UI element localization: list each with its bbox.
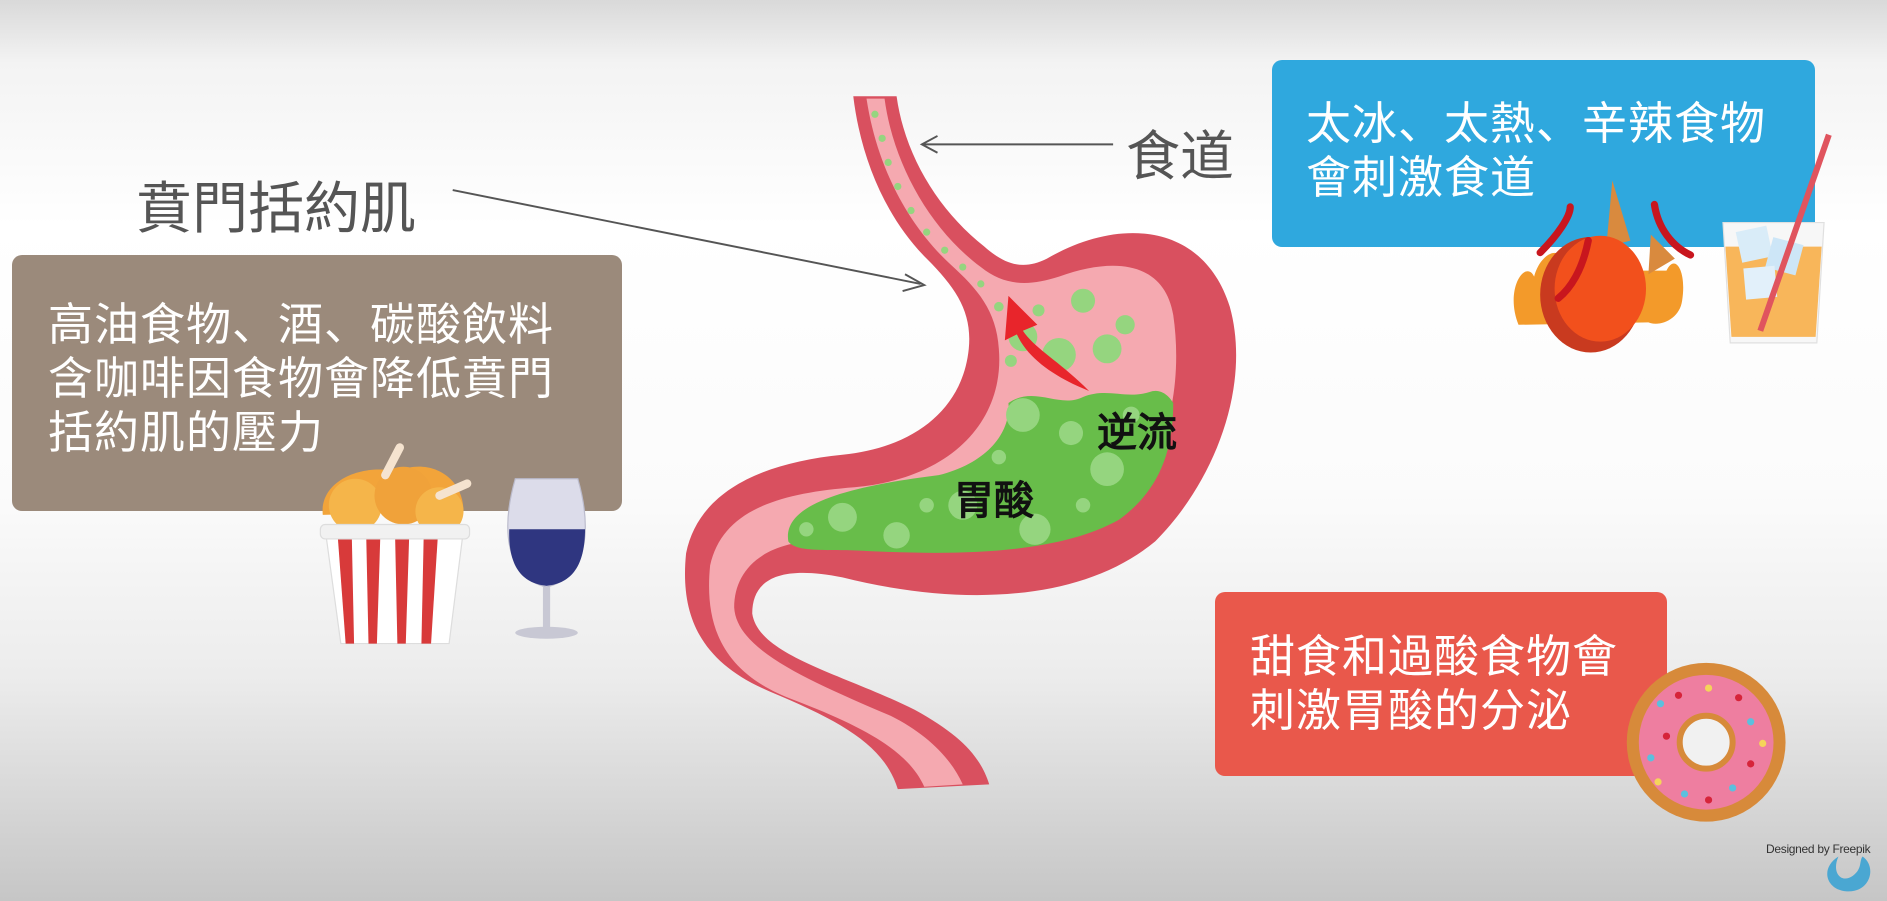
sweet-acidic-line: 甜食和過酸食物會 [1250, 630, 1619, 683]
freepik-logo-icon [1827, 856, 1871, 892]
spicy-chicken-icon [1513, 180, 1695, 353]
fatty-foods-box [12, 255, 622, 511]
temperature-spicy-line: 會刺激食道 [1306, 151, 1537, 204]
esophagus-label: 食道 [1126, 125, 1234, 188]
fatty-foods-text: 高油食物、酒、碳酸飲料 含咖啡因食物會降低賁門 括約肌的壓力 [48, 298, 554, 460]
stomach-acid-label: 胃酸 [954, 478, 1034, 524]
sphincter-title: 賁門括約肌 [136, 177, 416, 242]
iced-drink-icon [1722, 133, 1832, 344]
fatty-foods-line: 高油食物、酒、碳酸飲料 [48, 298, 555, 351]
sweet-acidic-text: 甜食和過酸食物會 刺激胃酸的分泌 [1250, 630, 1618, 738]
wine-glass-icon [507, 478, 586, 639]
temperature-spicy-box [1272, 60, 1815, 247]
sphincter-pointer-arrow [452, 189, 927, 293]
fried-chicken-bucket-icon [319, 443, 472, 645]
donut-icon [1626, 662, 1786, 822]
acid-bubbles [799, 110, 1140, 549]
esophagus-pointer-arrow [919, 135, 1114, 154]
temperature-spicy-line: 太冰、太熱、辛辣食物 [1306, 97, 1767, 150]
temperature-spicy-text: 太冰、太熱、辛辣食物 會刺激食道 [1306, 97, 1766, 205]
fatty-foods-line: 含咖啡因食物會降低賁門 [48, 352, 555, 405]
reflux-arrow-icon [1004, 295, 1090, 391]
fatty-foods-line: 括約肌的壓力 [48, 406, 325, 459]
sweet-acidic-line: 刺激胃酸的分泌 [1250, 684, 1573, 737]
stomach-illustration [684, 96, 1237, 790]
freepik-credit: Designed by Freepik [1766, 842, 1871, 856]
sweet-acidic-box [1215, 592, 1667, 776]
reflux-label: 逆流 [1097, 410, 1177, 456]
